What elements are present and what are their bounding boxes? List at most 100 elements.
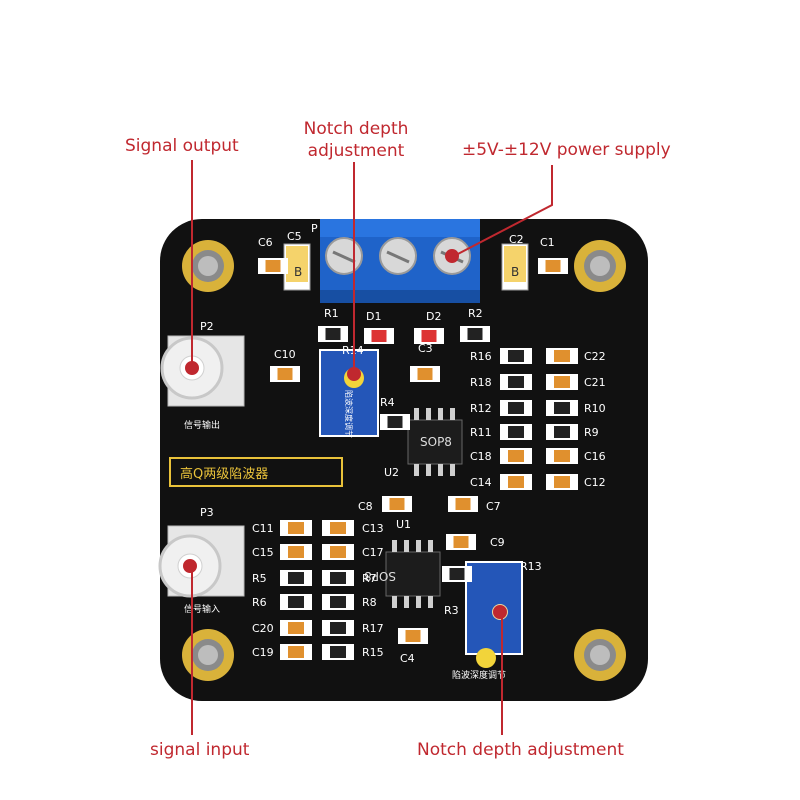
- silk-right-right-5: C12: [584, 476, 606, 489]
- smd-r1: [318, 326, 348, 342]
- sma-connector-input: [158, 525, 245, 598]
- silk-d2: D2: [426, 310, 441, 323]
- smd-d1: [364, 328, 394, 344]
- silk-right-left-2: R12: [470, 402, 492, 415]
- smd-right-left-0: [500, 348, 532, 364]
- smd-c1: [538, 258, 568, 274]
- silk-right-right-4: C16: [584, 450, 606, 463]
- silk-left-left-3: R6: [252, 596, 267, 609]
- smd-right-left-2: [500, 400, 532, 416]
- silk-c1: C1: [540, 236, 555, 249]
- ic-u1-sop8: [385, 540, 441, 608]
- silk-r3: R3: [444, 604, 459, 617]
- silk-sop8-u1: SOP8: [364, 569, 396, 583]
- smd-left-left-0: [280, 520, 312, 536]
- smd-component-group: [258, 258, 578, 660]
- smd-right-left-4: [500, 448, 532, 464]
- smd-left-right-2: [322, 570, 354, 586]
- pointer-dot-notch-top: [347, 367, 361, 381]
- silk-left-left-4: C20: [252, 622, 274, 635]
- silk-left-left-5: C19: [252, 646, 274, 659]
- silk-right-right-1: C21: [584, 376, 606, 389]
- silk-sop8-u2: SOP8: [420, 435, 452, 449]
- smd-left-right-1: [322, 544, 354, 560]
- silk-r1: R1: [324, 307, 339, 320]
- silk-right-left-0: R16: [470, 350, 492, 363]
- silk-p3: P3: [200, 506, 214, 519]
- potentiometer-r14: [319, 349, 379, 437]
- mounting-hole-bottom-right: [574, 629, 626, 681]
- silk-left-left-0: C11: [252, 522, 274, 535]
- pointer-dot-signal-input: [183, 559, 197, 573]
- smd-r2: [460, 326, 490, 342]
- silk-c6: C6: [258, 236, 273, 249]
- silk-c8: C8: [358, 500, 373, 513]
- smd-right-left-1: [500, 374, 532, 390]
- smd-left-right-5: [322, 644, 354, 660]
- silk-r4: R4: [380, 396, 395, 409]
- smd-left-right-0: [322, 520, 354, 536]
- tantalum-capacitor-c2: [501, 243, 529, 291]
- silk-c5: C5: [287, 230, 302, 243]
- board-title: 高Q两级陷波器: [180, 466, 268, 482]
- pointer-power-supply: [453, 165, 553, 257]
- silk-left-left-1: C15: [252, 546, 274, 559]
- silk-left-right-5: R15: [362, 646, 384, 659]
- silk-d1: D1: [366, 310, 381, 323]
- silk-p1: P: [311, 222, 318, 235]
- smd-c6: [258, 258, 288, 274]
- silk-r13-sub: 陷波深度调节: [452, 669, 506, 681]
- smd-c3: [410, 366, 440, 382]
- label-signal-input: signal input: [150, 740, 250, 760]
- silk-left-right-1: C17: [362, 546, 384, 559]
- ic-u2-sop8: [407, 408, 463, 476]
- smd-d2: [414, 328, 444, 344]
- mounting-hole-top-right: [574, 240, 626, 292]
- title-plate: [169, 457, 343, 487]
- silk-right-left-3: R11: [470, 426, 492, 439]
- silk-left-right-0: C13: [362, 522, 384, 535]
- smd-left-left-2: [280, 570, 312, 586]
- smd-right-right-1: [546, 374, 578, 390]
- silk-c4: C4: [400, 652, 415, 665]
- smd-c8: [382, 496, 412, 512]
- silk-u2: U2: [384, 466, 399, 479]
- silk-left-right-2: R7: [362, 572, 377, 585]
- smd-c9: [446, 534, 476, 550]
- smd-c7: [448, 496, 478, 512]
- silk-p2-sub: 信号输出: [184, 419, 220, 431]
- tantalum-capacitor-c5: [283, 243, 311, 291]
- silk-c7: C7: [486, 500, 501, 513]
- silk-right-right-0: C22: [584, 350, 606, 363]
- silk-r13: R13: [520, 560, 542, 573]
- smd-right-left-3: [500, 424, 532, 440]
- label-notch-depth-top-line1: Notch depth: [303, 119, 409, 139]
- silk-p3-sub: 信号输入: [184, 603, 220, 615]
- smd-left-left-3: [280, 594, 312, 610]
- mounting-hole-top-left: [182, 240, 234, 292]
- silk-right-left-5: C14: [470, 476, 492, 489]
- silk-left-left-2: R5: [252, 572, 267, 585]
- pointer-dot-power-supply: [445, 249, 459, 263]
- silk-p2: P2: [200, 320, 214, 333]
- label-power-supply: ±5V-±12V power supply: [462, 140, 671, 160]
- pointer-dot-signal-output: [185, 361, 199, 375]
- silk-c2: C2: [509, 233, 524, 246]
- silk-c5-b: B: [294, 265, 302, 279]
- smd-left-left-5: [280, 644, 312, 660]
- silk-left-right-3: R8: [362, 596, 377, 609]
- silk-right-left-4: C18: [470, 450, 492, 463]
- smd-right-right-2: [546, 400, 578, 416]
- sma-connector-output: [160, 335, 245, 407]
- label-notch-depth-top-line2: adjustment: [307, 141, 405, 161]
- silk-r2: R2: [468, 307, 483, 320]
- pointer-dot-notch-bottom: [493, 605, 507, 619]
- silk-c2-b: B: [511, 265, 519, 279]
- smd-c4: [398, 628, 428, 644]
- smd-right-left-5: [500, 474, 532, 490]
- smd-left-right-3: [322, 594, 354, 610]
- smd-c10: [270, 366, 300, 382]
- silk-c3: C3: [418, 342, 433, 355]
- silk-c10: C10: [274, 348, 296, 361]
